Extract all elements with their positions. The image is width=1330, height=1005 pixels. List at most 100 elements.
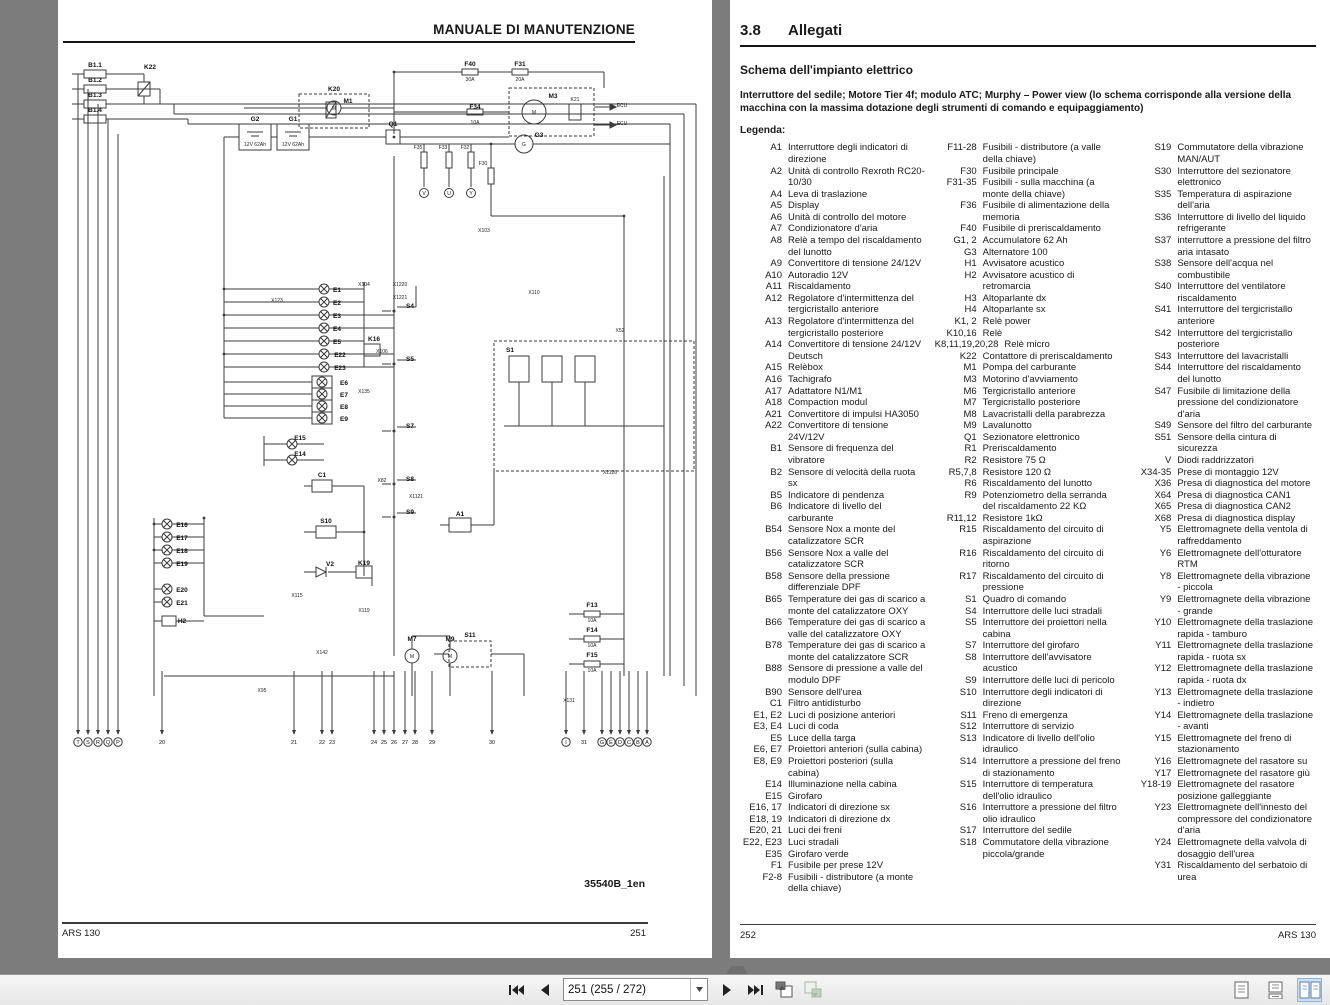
legend-value: Luci stradali [788,837,839,849]
legend-key: M9 [963,420,977,432]
toolbar-handle[interactable] [726,966,748,974]
legend-value: Prese di montaggio 12V [1177,466,1279,478]
legend-key: A17 [765,385,782,397]
schematic-bottom-marker: 26 [391,740,397,746]
schematic-label: G [522,142,526,148]
schematic-label: M [532,110,536,116]
schematic-label: E2 [333,300,341,307]
legend-key: Y8 [1159,570,1172,582]
legend-value: Interruttore a pressione del filtro olio… [982,802,1117,825]
schematic-label: ECU [617,121,628,127]
continuous-view-button[interactable] [1263,978,1288,1002]
schematic-label: E4 [333,326,341,333]
legend-value: Tachigrafo [788,373,832,385]
schematic-label: E6 [340,380,348,387]
schematic-label: E1 [333,287,341,294]
legend-value: Relè [982,327,1003,339]
schematic-label: S11 [464,632,476,639]
legend-key: M8 [963,408,977,420]
legend-key: Y16 [1154,756,1172,768]
schematic-label: 10A [471,120,481,126]
schematic-bottom-marker: 25 [381,740,387,746]
legend-key: A6 [770,211,782,223]
schematic-label: C1 [318,472,327,479]
legend-key: A11 [765,281,782,293]
legend-value: Sensore Nox a valle del catalizzatore SC… [788,547,889,571]
legend-key: S44 [1154,362,1172,374]
schematic-bottom-marker: 28 [412,740,418,746]
legend-value: Lavalunotto [982,420,1032,432]
legend-value: Convertitore di impulsi HA3050 [788,408,919,420]
legend-key: X65 [1154,501,1172,513]
schematic-label: E17 [176,535,188,542]
first-page-button[interactable] [505,978,527,1001]
schematic-bottom-marker: 30 [489,740,495,746]
schematic-label: M3 [548,93,557,100]
pop-out-button[interactable] [773,978,795,1001]
legend-key: B88 [765,663,782,675]
legend-key: Y5 [1159,524,1172,536]
schematic-label: F31 [514,61,526,68]
legend-key: S9 [965,674,977,686]
schematic-bottom-marker: T [76,740,80,746]
schematic-bottom-marker: I [565,740,567,746]
schematic-label: X115 [291,593,303,599]
legend-value: Sezionatore elettronico [982,431,1080,443]
figure-code: 35540B_1en [584,878,645,890]
legend-value: Fusibile di limitazione della pressione … [1177,385,1299,420]
left-footer-model: ARS 130 [62,928,101,939]
legend-label: Legenda: [740,125,786,137]
schematic-bottom-marker: A [645,740,649,746]
schematic-label: S9 [406,509,414,516]
next-page-button[interactable] [715,978,737,1001]
page-dropdown-arrow[interactable] [690,979,707,1000]
legend-value: Proiettori anteriori (sulla cabina) [788,744,923,756]
schematic-label: F15 [586,652,598,659]
legend-key: K10,16 [946,327,977,339]
legend-value: Sensore dell'acqua nel combustibile [1177,258,1274,281]
pop-in-button[interactable] [802,978,824,1001]
schematic-label: X142 [316,650,328,656]
schematic-label: X95 [258,688,267,694]
legend-value: Presa di diagnostica del motore [1177,478,1311,490]
legend-key: R15 [959,524,977,536]
legend-value: Pompa del carburante [982,362,1077,374]
legend-value: Sensore di frequenza del vibratore [788,443,894,466]
single-page-view-button[interactable] [1229,978,1254,1002]
schematic-bottom-marker: Q [106,740,111,746]
legend-key: A22 [765,420,782,432]
legend-value: Temperature dei gas di scarico a monte d… [788,593,926,617]
two-page-view-button[interactable] [1297,978,1322,1002]
page-number-input[interactable] [564,980,690,999]
legend-value: Interruttore degli indicatori di direzio… [788,142,908,165]
previous-page-button[interactable] [534,978,556,1001]
legend-value: Tergicristallo anteriore [982,385,1076,397]
legend-key: B2 [770,466,782,478]
legend-key: K22 [959,350,977,362]
legend-key: F11-28 [947,142,977,154]
legend-value: Presa di diagnostica display [1177,512,1296,524]
last-page-button[interactable] [744,978,766,1001]
